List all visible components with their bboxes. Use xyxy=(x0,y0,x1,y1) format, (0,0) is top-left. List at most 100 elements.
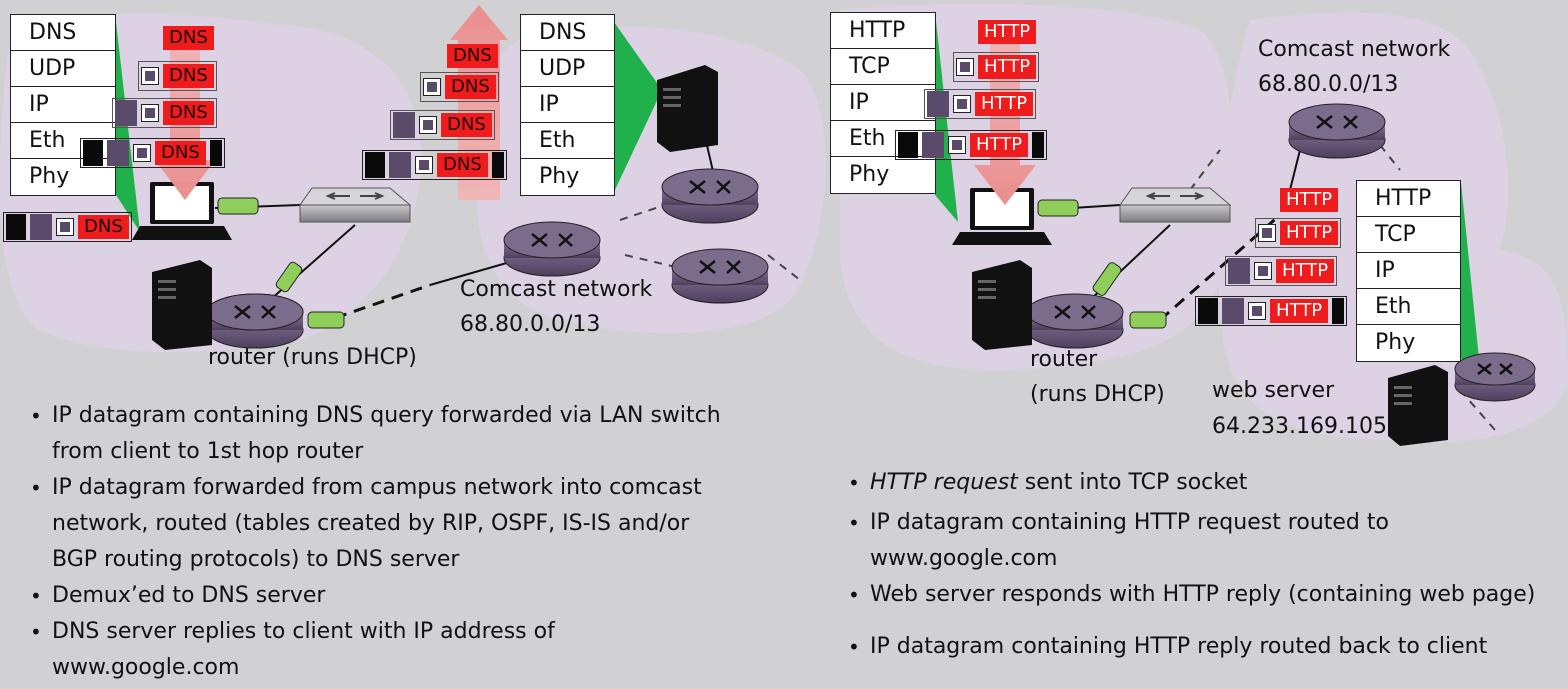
http-packet-label: HTTP xyxy=(1276,259,1335,283)
dns-packet-label: DNS xyxy=(441,113,492,137)
dns-packet-label: DNS xyxy=(437,153,488,177)
dns-packet-udp: DNS xyxy=(138,61,217,91)
client-protocol-stack: HTTP TCP IP Eth Phy xyxy=(830,12,936,194)
router-icon xyxy=(503,221,601,277)
cable xyxy=(1159,213,1281,322)
server-icon xyxy=(152,260,212,350)
stack-layer: IP xyxy=(1357,253,1460,289)
stack-layer: TCP xyxy=(831,49,935,85)
stack-layer: Phy xyxy=(849,162,890,187)
stack-layer: Eth xyxy=(521,123,614,159)
stack-layer: IP xyxy=(11,87,115,123)
http-packet-eth: HTTP xyxy=(1195,296,1348,326)
stack-layer: UDP xyxy=(11,51,115,87)
router-icon xyxy=(206,293,304,349)
dns-packet-udp: DNS xyxy=(420,72,499,102)
comcast-prefix-label: 68.80.0.0/13 xyxy=(1258,72,1399,97)
stack-layer: Eth xyxy=(11,123,115,159)
router-label: (runs DHCP) xyxy=(1030,382,1165,407)
dns-packet-label: DNS xyxy=(78,215,129,239)
http-packet-label: HTTP xyxy=(970,133,1029,157)
dns-packet: DNS xyxy=(163,26,214,50)
cable xyxy=(429,261,511,286)
stack-layer: UDP xyxy=(521,51,614,87)
http-packet: HTTP xyxy=(978,20,1037,44)
stack-layer: Eth xyxy=(1357,289,1460,325)
cable xyxy=(767,254,801,281)
bullet-item: Demux’ed to DNS server xyxy=(28,578,788,614)
left-bullet-list: IP datagram containing DNS query forward… xyxy=(28,398,788,686)
stack-layer: IP xyxy=(831,85,935,121)
laptop-icon xyxy=(952,188,1052,245)
web-server-protocol-stack: HTTP TCP IP Eth Phy xyxy=(1356,180,1461,362)
stack-layer: HTTP xyxy=(1357,181,1460,217)
dns-packet-eth: DNS xyxy=(362,150,507,180)
http-packet-label: HTTP xyxy=(978,55,1037,79)
http-packet-ip: HTTP xyxy=(1225,256,1338,286)
dns-packet-eth: DNS xyxy=(80,138,225,168)
switch-icon xyxy=(1119,187,1232,223)
bullet-item: IP datagram containing HTTP request rout… xyxy=(846,505,1561,577)
http-packet: HTTP xyxy=(1280,188,1339,212)
dns-packet-frame: DNS xyxy=(3,212,132,242)
laptop-icon xyxy=(132,182,232,240)
dns-packet-label: DNS xyxy=(163,64,214,88)
router-icon xyxy=(671,248,769,304)
stack-layer: Eth xyxy=(831,121,935,157)
cable-connector xyxy=(1037,199,1079,217)
dns-packet-label: DNS xyxy=(445,75,496,99)
switch-icon xyxy=(299,187,412,223)
stack-layer: IP xyxy=(521,87,614,123)
router-icon xyxy=(1454,352,1536,402)
dns-packet-label: DNS xyxy=(155,141,206,165)
dns-packet-label: DNS xyxy=(163,101,214,125)
stack-wedge-web-server xyxy=(1461,182,1482,388)
http-packet-tcp: HTTP xyxy=(953,52,1040,82)
cable-connector xyxy=(1092,262,1122,296)
bullet-item: HTTP request sent into TCP socket xyxy=(846,465,1561,501)
router-label: router (runs DHCP) xyxy=(208,345,417,370)
router-icon xyxy=(1026,293,1124,349)
bullet-item: IP datagram containing DNS query forward… xyxy=(28,398,788,470)
stack-layer: Phy xyxy=(539,164,580,189)
bullet-item: IP datagram containing HTTP reply routed… xyxy=(846,629,1561,665)
stack-wedge-client-right xyxy=(935,12,958,222)
http-packet-ip: HTTP xyxy=(924,89,1037,119)
cable-connector xyxy=(217,197,259,215)
router-icon xyxy=(661,168,759,224)
stack-layer: Phy xyxy=(29,164,70,189)
http-packet-eth: HTTP xyxy=(895,130,1048,160)
stack-layer: DNS xyxy=(521,15,614,51)
http-packet-tcp: HTTP xyxy=(1255,218,1342,248)
http-packet-label: HTTP xyxy=(975,92,1034,116)
router-label: router xyxy=(1030,347,1098,372)
web-server-icon xyxy=(1388,365,1448,446)
stack-wedge-dns-server xyxy=(614,22,662,192)
cable-connector xyxy=(275,261,303,293)
server-icon xyxy=(972,260,1032,350)
dns-server-protocol-stack: DNS UDP IP Eth Phy xyxy=(520,14,615,196)
web-server-label: web server xyxy=(1212,378,1335,403)
dns-packet: DNS xyxy=(447,44,498,68)
right-bullet-list: HTTP request sent into TCP socket IP dat… xyxy=(846,465,1561,665)
http-packet-label: HTTP xyxy=(1270,299,1329,323)
web-server-address-label: 64.233.169.105 xyxy=(1212,414,1387,439)
cable-connector xyxy=(1129,311,1167,329)
bullet-item: Web server responds with HTTP reply (con… xyxy=(846,577,1561,613)
stack-layer: DNS xyxy=(11,15,115,51)
dns-server-icon xyxy=(657,65,718,152)
cable xyxy=(624,254,681,269)
cable-connector xyxy=(307,311,345,329)
dns-packet-ip: DNS xyxy=(390,110,495,140)
http-packet-label: HTTP xyxy=(1280,221,1339,245)
dns-packet-ip: DNS xyxy=(112,98,217,128)
comcast-prefix-label: 68.80.0.0/13 xyxy=(460,312,601,337)
cable xyxy=(1379,144,1401,171)
router-icon xyxy=(1288,103,1386,159)
cable xyxy=(334,283,431,320)
stack-layer: TCP xyxy=(1357,217,1460,253)
comcast-network-label: Comcast network xyxy=(460,277,653,302)
bullet-item: IP datagram forwarded from campus networ… xyxy=(28,470,788,578)
cable xyxy=(1289,149,1301,191)
stack-layer: Phy xyxy=(1375,330,1416,355)
